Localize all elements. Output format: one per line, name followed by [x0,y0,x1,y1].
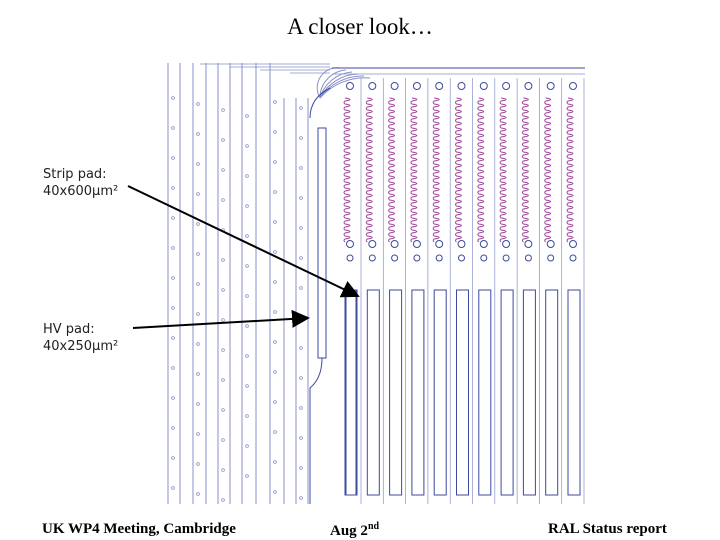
slide-title: A closer look… [287,14,433,39]
footer-left: UK WP4 Meeting, Cambridge [42,521,236,537]
strip-pad-label-line2: 40x600µm² [43,184,119,199]
hv-pad-label-line1: HV pad: [43,322,95,337]
footer-date-main: Aug 2 [330,523,368,539]
footer-right: RAL Status report [548,521,667,537]
strip-pad-label: Strip pad: 40x600µm² [43,166,118,200]
hv-pad-label-line2: 40x250µm² [43,339,119,354]
sensor-layout-image [167,63,585,504]
strip-pad-label-line1: Strip pad: [43,167,107,182]
hv-pad-label: HV pad: 40x250µm² [43,321,118,355]
footer-date-sup: nd [367,521,380,532]
footer-date: Aug 2nd [330,521,379,540]
